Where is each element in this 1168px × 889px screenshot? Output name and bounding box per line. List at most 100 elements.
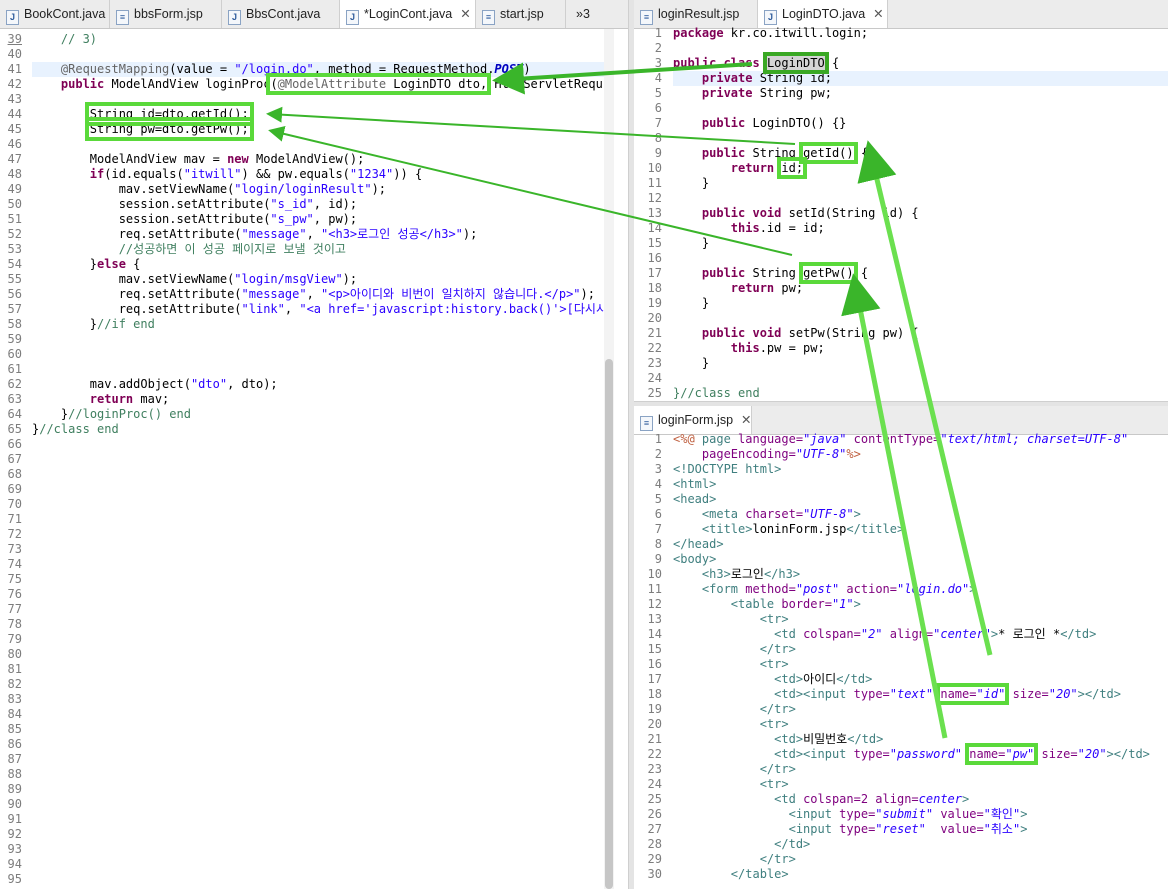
java-file-icon: J	[228, 10, 241, 25]
code-line: mav.addObject("dto", dto);	[89, 377, 278, 391]
code-line: package kr.co.itwill.login;	[673, 26, 869, 40]
code-line: public void setPw(String pw) {	[701, 326, 919, 340]
vertical-scrollbar[interactable]	[604, 29, 614, 889]
code-line: mav.setViewName("login/loginResult");	[118, 182, 387, 196]
tab-overflow-menu[interactable]: »3	[576, 7, 590, 21]
code-line: <meta charset="UTF-8">	[701, 507, 861, 521]
tab-loginform[interactable]: ≡loginForm.jsp✕	[634, 406, 752, 434]
code-line: private String pw;	[701, 86, 832, 100]
code-line: public String getId() {	[701, 142, 869, 164]
jsp-file-icon: ≡	[640, 416, 653, 431]
code-line: <body>	[673, 552, 717, 566]
code-line: </tr>	[759, 642, 796, 656]
code-line: String pw=dto.getPw();	[32, 117, 604, 141]
jsp-file-icon: ≡	[116, 10, 129, 25]
code-line: public ModelAndView loginProc(@ModelAttr…	[60, 73, 603, 95]
code-line: <!DOCTYPE html>	[673, 462, 782, 476]
code-line: </tr>	[759, 762, 796, 776]
code-line: return pw;	[730, 281, 804, 295]
scrollbar-thumb[interactable]	[605, 359, 613, 889]
code-line: public String getPw() {	[701, 262, 869, 284]
code-line: session.setAttribute("s_id", id);	[118, 197, 358, 211]
code-line: <tr>	[759, 717, 789, 731]
code-line: mav.setViewName("login/msgView");	[118, 272, 358, 286]
return-id-highlight: id;	[777, 157, 808, 179]
java-file-icon: J	[346, 10, 359, 25]
jsp-file-icon: ≡	[482, 10, 495, 25]
code-line: @RequestMapping(value = "/login.do", met…	[32, 62, 604, 77]
code-line: return id;	[730, 157, 808, 179]
code-line: }	[701, 236, 710, 250]
getid-call-highlight: String id=dto.getId();	[84, 102, 254, 126]
code-line: public class LoginDTO {	[673, 52, 840, 74]
model-attribute-highlight: (@ModelAttribute LoginDTO dto,	[266, 73, 492, 95]
jsp-file-icon: ≡	[640, 10, 653, 25]
getpw-method-highlight: getPw()	[799, 262, 858, 284]
code-line: req.setAttribute("message", "<h3>로그인 성공<…	[118, 227, 478, 241]
code-line: <td>비밀번호</td>	[774, 732, 884, 746]
code-line: <tr>	[759, 612, 789, 626]
code-line: <form method="post" action="login.do">	[701, 582, 977, 596]
code-line: }	[701, 356, 710, 370]
code-line: <title>loninForm.jsp</title>	[701, 522, 905, 536]
code-line: this.id = id;	[730, 221, 825, 235]
code-line	[32, 347, 604, 362]
name-pw-highlight: name="pw"	[965, 743, 1039, 765]
code-line: <td><input type="password" name="pw" siz…	[774, 743, 1150, 765]
code-line: </head>	[673, 537, 724, 551]
code-line	[673, 191, 1168, 206]
code-area: // 3) @RequestMapping(value = "/login.do…	[32, 32, 607, 889]
code-line	[32, 137, 604, 152]
name-id-highlight: name="id"	[936, 683, 1010, 705]
pane-divider[interactable]	[628, 0, 634, 889]
code-line	[32, 332, 604, 347]
code-line: <td colspan=2 align=center>	[774, 792, 970, 806]
code-line	[32, 47, 604, 62]
code-line: }	[701, 176, 710, 190]
code-line: <tr>	[759, 657, 789, 671]
code-line: pageEncoding="UTF-8"%>	[701, 447, 861, 461]
java-file-icon: J	[764, 10, 777, 25]
bottom-tab-bar: ≡loginForm.jsp✕	[634, 406, 1168, 435]
code-line: <head>	[673, 492, 717, 506]
code-line: <h3>로그인</h3>	[701, 567, 801, 581]
code-line: req.setAttribute("message", "<p>아이디와 비번이…	[118, 287, 595, 301]
code-line	[673, 131, 1168, 146]
code-line: <table border="1">	[730, 597, 861, 611]
code-line: req.setAttribute("link", "<a href='javas…	[118, 302, 607, 316]
close-icon[interactable]: ✕	[873, 7, 884, 21]
code-line	[32, 362, 604, 377]
code-line: <td>아이디</td>	[774, 672, 873, 686]
close-icon[interactable]: ✕	[460, 7, 471, 21]
code-line: if(id.equals("itwill") && pw.equals("123…	[89, 167, 423, 181]
tab-loginresult[interactable]: ≡loginResult.jsp	[634, 0, 758, 28]
code-line: }	[701, 296, 710, 310]
close-icon[interactable]: ✕	[741, 413, 752, 427]
tab-logincont[interactable]: J*LoginCont.java✕	[340, 0, 476, 28]
code-area: package kr.co.itwill.login; public class…	[673, 26, 1168, 401]
tab-bbsform[interactable]: ≡bbsForm.jsp	[110, 0, 222, 28]
code-line: }//class end	[673, 386, 760, 400]
code-line	[673, 251, 1168, 266]
code-line: public LoginDTO() {}	[701, 116, 847, 130]
code-line: // 3)	[60, 32, 98, 46]
tab-start[interactable]: ≡start.jsp	[476, 0, 566, 28]
code-line: this.pw = pw;	[730, 341, 825, 355]
code-line: String id=dto.getId();	[32, 102, 604, 126]
code-line: </tr>	[759, 702, 796, 716]
code-line: <%@ page language="java" contentType="te…	[673, 432, 1129, 446]
code-line: public void setId(String id) {	[701, 206, 919, 220]
code-line: <html>	[673, 477, 717, 491]
code-line: private String id;	[673, 71, 1168, 86]
